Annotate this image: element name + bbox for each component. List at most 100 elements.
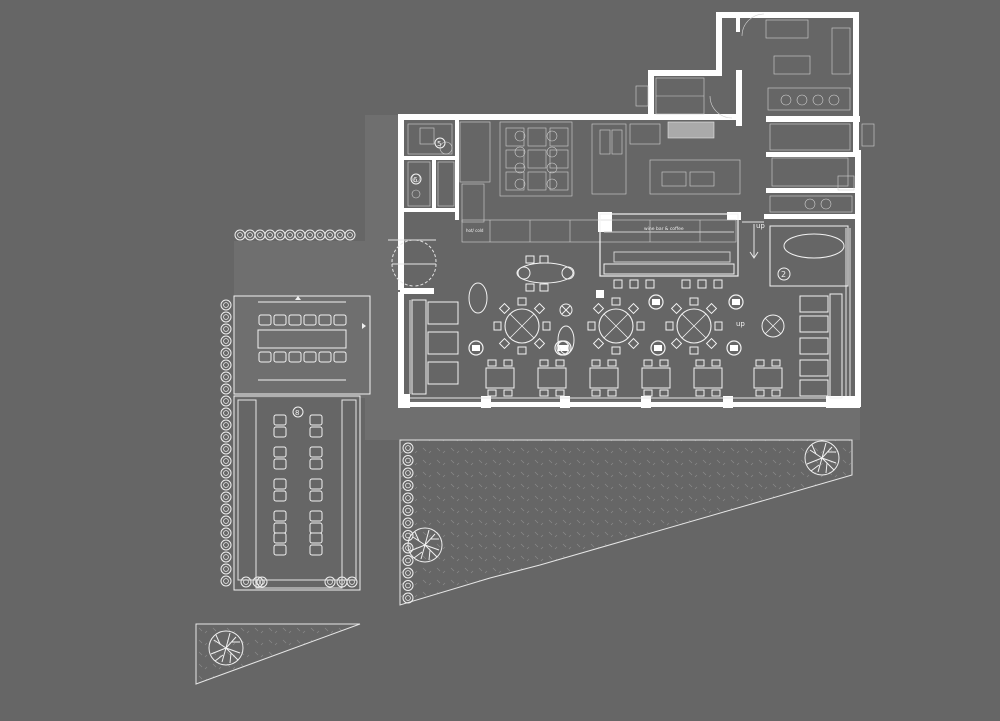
lounge-chair xyxy=(273,426,287,438)
private-dining-room xyxy=(769,225,849,287)
shrub-icon xyxy=(220,563,232,575)
lounge-chair xyxy=(273,544,287,556)
shrub-icon xyxy=(220,515,232,527)
stair-dining-label: up xyxy=(736,320,745,328)
lounge-chair xyxy=(309,446,323,458)
terrace-pavilion-north xyxy=(233,295,371,395)
square-table xyxy=(693,359,723,397)
lounge-chair xyxy=(273,414,287,426)
lounge-chair xyxy=(309,490,323,502)
room-number-6-label: 6 xyxy=(413,176,418,184)
shrub-icon xyxy=(220,539,232,551)
kitchen-annex-equipment xyxy=(635,13,875,213)
communal-table xyxy=(516,255,575,292)
bar-stool xyxy=(629,279,639,289)
lounge-chair xyxy=(309,414,323,426)
terrace-chairs-south xyxy=(273,414,323,556)
bar-stool xyxy=(697,279,707,289)
round-table-small xyxy=(761,314,785,338)
round-table xyxy=(587,297,645,355)
building-walls xyxy=(398,12,861,408)
shrub-icon xyxy=(294,229,306,241)
lounge-chair xyxy=(273,522,287,534)
shrub-icon xyxy=(220,311,232,323)
bar-stool xyxy=(645,279,655,289)
square-table xyxy=(753,359,783,397)
shrub-icon xyxy=(304,229,316,241)
shrub-icon xyxy=(220,479,232,491)
shrub-icon xyxy=(220,407,232,419)
shrub-icon xyxy=(220,359,232,371)
shrub-icon xyxy=(220,503,232,515)
lounge-chair xyxy=(309,544,323,556)
shrub-icon xyxy=(324,229,336,241)
bar-stool xyxy=(613,279,623,289)
bar-stools xyxy=(613,279,723,289)
hedge-bottom xyxy=(240,576,358,588)
shrub-icon xyxy=(234,229,246,241)
lounge-chair xyxy=(273,532,287,544)
shrub-icon xyxy=(220,551,232,563)
lounge-chair xyxy=(273,490,287,502)
room-number-2 xyxy=(777,267,791,281)
bar-stool xyxy=(713,279,723,289)
shrub-icon xyxy=(220,383,232,395)
shrub-icon xyxy=(240,576,252,588)
square-table xyxy=(589,359,619,397)
bar-counter xyxy=(599,213,739,277)
covered-terrace xyxy=(233,395,361,591)
round-table xyxy=(665,297,723,355)
shrub-icon xyxy=(220,371,232,383)
lounge-chair xyxy=(309,522,323,534)
shrub-icon xyxy=(220,527,232,539)
booth-seating-east xyxy=(799,293,843,399)
shrub-icon xyxy=(220,575,232,587)
column-icon xyxy=(726,340,742,356)
shrub-icon xyxy=(244,229,256,241)
bar-stool xyxy=(681,279,691,289)
shrub-icon xyxy=(220,323,232,335)
shrub-icon xyxy=(274,229,286,241)
shrub-icon xyxy=(264,229,276,241)
lounge-chair xyxy=(273,446,287,458)
lounge-chair xyxy=(273,510,287,522)
column-icon xyxy=(650,340,666,356)
square-table xyxy=(537,359,567,397)
round-table xyxy=(493,297,551,355)
hedge-north xyxy=(234,229,356,241)
terrace-table xyxy=(257,329,347,349)
room-number-5 xyxy=(434,137,446,149)
entry-vestibule xyxy=(388,239,437,287)
booth-seating-west xyxy=(411,299,459,395)
room-number-2-label: 2 xyxy=(781,270,786,279)
shrub-icon xyxy=(254,229,266,241)
bar-label: wine bar & coffee xyxy=(644,226,684,232)
column-icon xyxy=(728,294,744,310)
kitchen-area xyxy=(407,121,741,243)
stair-east-label: up xyxy=(756,222,765,230)
lounge-chair xyxy=(273,478,287,490)
lounge-chair xyxy=(273,458,287,470)
room-number-8-label: 8 xyxy=(295,409,299,417)
garden-terrace-south xyxy=(399,439,853,606)
shrub-icon xyxy=(220,299,232,311)
shrub-icon xyxy=(220,431,232,443)
column-icon xyxy=(468,340,484,356)
shrub-icon xyxy=(220,395,232,407)
garden-terrace-southwest xyxy=(195,623,361,685)
hedge-west xyxy=(220,299,232,587)
shrub-icon xyxy=(344,229,356,241)
lounge-chair xyxy=(309,426,323,438)
shrub-icon xyxy=(220,455,232,467)
shrub-icon xyxy=(220,347,232,359)
terrace-chairs-north xyxy=(257,314,347,363)
column-icon xyxy=(648,294,664,310)
room-number-6 xyxy=(410,173,422,185)
oval-pillars xyxy=(468,282,575,355)
shrub-icon xyxy=(220,491,232,503)
shrub-icon xyxy=(334,229,346,241)
lounge-chair xyxy=(309,532,323,544)
room-number-5-label: 5 xyxy=(437,140,441,148)
shrub-icon xyxy=(314,229,326,241)
